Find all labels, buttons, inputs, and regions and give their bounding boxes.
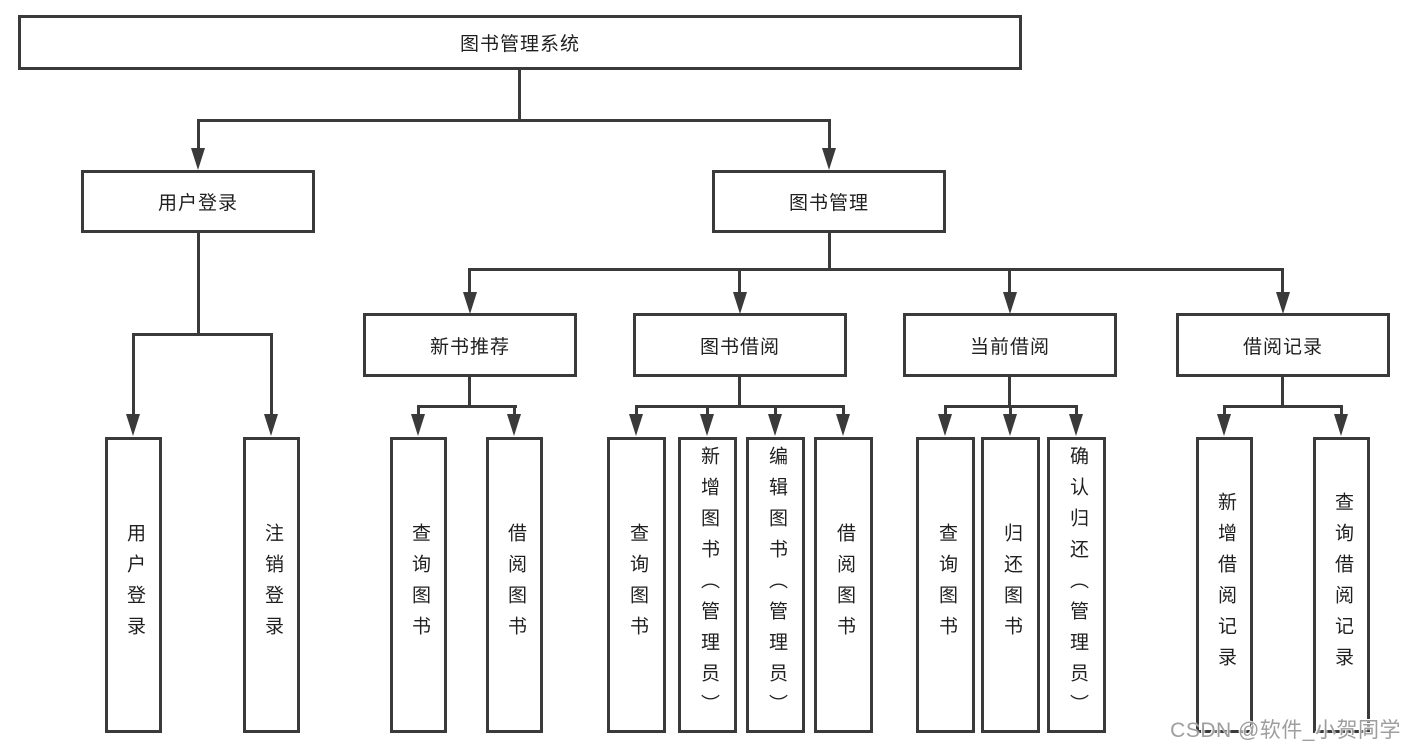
node-label: 图书管理系统 [459,34,580,55]
connector-line [1223,405,1343,408]
connector-line [468,268,1284,271]
node-label: 用户登录 [157,193,238,214]
node-book-management: 图书管理 [712,170,946,233]
leaf-label: 借阅图书 [504,523,526,647]
leaf-label: 查询图书 [935,523,957,647]
connector-line [774,405,777,416]
connector-line [270,333,273,415]
connector-arrow-down [700,414,714,436]
leaf-label: 借阅图书 [833,523,855,647]
leaf-borrow-books-borrowing: 借阅图书 [814,437,873,733]
leaf-label: 新增图书（管理员） [697,445,719,725]
leaf-query-books-current: 查询图书 [916,437,975,733]
connector-line [706,405,709,416]
leaf-label: 注销登录 [261,523,283,647]
node-new-book-recommend: 新书推荐 [363,313,577,377]
connector-line [635,405,844,408]
leaf-label: 确认归还（管理员） [1066,445,1088,725]
node-book-borrowing: 图书借阅 [633,313,847,377]
leaf-add-borrow-record: 新增借阅记录 [1196,437,1253,733]
connector-line [1009,405,1012,416]
connector-line [197,119,200,150]
connector-line [1223,405,1226,416]
connector-arrow-down [836,414,850,436]
connector-line [635,405,638,416]
connector-line [468,268,471,294]
connector-line [828,119,831,150]
connector-arrow-down [768,414,782,436]
leaf-query-borrow-record: 查询借阅记录 [1313,437,1370,733]
leaf-logout: 注销登录 [243,437,300,733]
connector-arrow-down [1276,292,1290,314]
leaf-label: 新增借阅记录 [1214,492,1236,678]
leaf-user-login: 用户登录 [105,437,162,733]
connector-line [1075,405,1078,416]
leaf-borrow-books-recommend: 借阅图书 [486,437,543,733]
connector-line [1008,375,1011,408]
node-label: 新书推荐 [429,336,510,358]
connector-line [738,268,741,294]
node-borrow-records: 借阅记录 [1176,313,1390,377]
node-label: 图书管理 [788,193,869,214]
leaf-edit-book-admin: 编辑图书（管理员） [746,437,805,733]
node-user-login: 用户登录 [81,170,315,233]
leaf-add-book-admin: 新增图书（管理员） [678,437,737,733]
csdn-watermark: CSDN @软件_小贺同学 [1170,719,1401,742]
connector-arrow-down [1069,414,1083,436]
leaf-query-books-borrowing: 查询图书 [607,437,666,733]
connector-arrow-down [1003,292,1017,314]
node-current-borrowing: 当前借阅 [903,313,1117,377]
connector-line [1281,268,1284,294]
node-label: 借阅记录 [1242,336,1323,358]
connector-arrow-down [463,292,477,314]
connector-arrow-down [411,414,425,436]
connector-arrow-down [629,414,643,436]
connector-line [828,231,831,271]
connector-arrow-down [264,414,278,436]
connector-line [417,405,517,408]
connector-line [197,230,200,335]
connector-line [468,375,471,408]
leaf-label: 编辑图书（管理员） [765,445,787,725]
connector-line [417,405,420,416]
connector-arrow-down [733,292,747,314]
connector-line [1340,405,1343,416]
leaf-label: 查询图书 [408,523,430,647]
connector-arrow-down [126,414,140,436]
connector-line [197,119,831,122]
connector-line [513,405,516,416]
node-label: 当前借阅 [969,336,1050,358]
connector-line [132,333,135,415]
leaf-label: 查询借阅记录 [1331,492,1353,678]
node-label: 图书借阅 [699,336,780,358]
connector-line [518,68,521,122]
leaf-label: 用户登录 [123,523,145,647]
connector-arrow-down [822,148,836,170]
connector-arrow-down [1217,414,1231,436]
node-library-management-system: 图书管理系统 [18,15,1022,70]
connector-arrow-down [938,414,952,436]
connector-arrow-down [191,148,205,170]
connector-line [738,375,741,408]
leaf-query-books-recommend: 查询图书 [390,437,447,733]
leaf-label: 查询图书 [626,523,648,647]
connector-line [132,333,273,336]
leaf-label: 归还图书 [1000,523,1022,647]
leaf-confirm-return-admin: 确认归还（管理员） [1047,437,1106,733]
connector-arrow-down [1003,414,1017,436]
connector-line [944,405,947,416]
connector-arrow-down [507,414,521,436]
connector-arrow-down [1334,414,1348,436]
connector-line [1281,375,1284,408]
connector-line [842,405,845,416]
leaf-return-book: 归还图书 [981,437,1040,733]
connector-line [1008,268,1011,294]
